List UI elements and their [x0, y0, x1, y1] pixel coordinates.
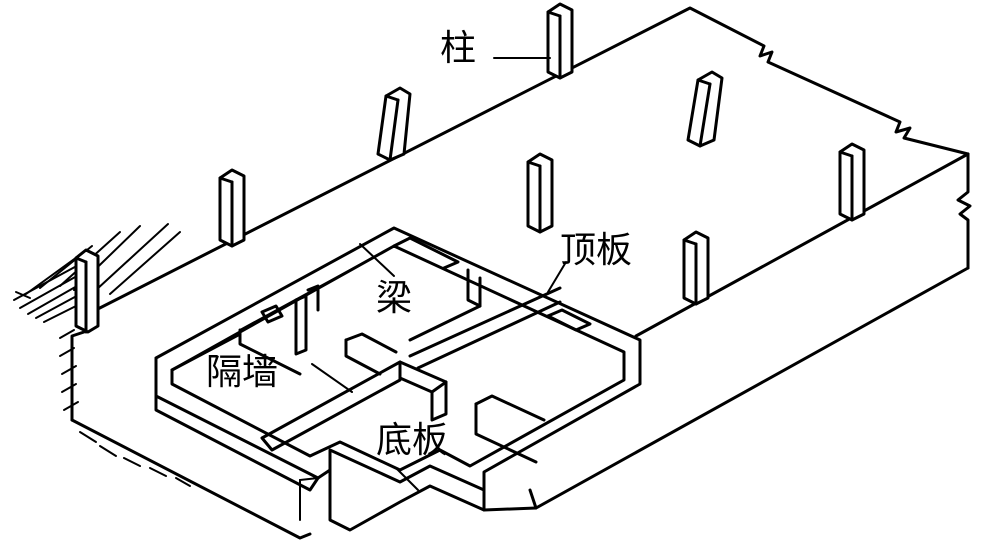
column	[686, 70, 724, 148]
column	[546, 2, 574, 80]
column	[376, 86, 412, 162]
leader-lines	[311, 57, 567, 491]
label-base-slab: 底板	[376, 420, 448, 461]
soil-hatching	[13, 223, 191, 487]
label-column: 柱	[440, 28, 476, 69]
column	[74, 248, 100, 334]
column	[218, 168, 246, 248]
roof-slab-outline	[70, 6, 972, 540]
column	[838, 142, 866, 222]
interior-posts	[294, 284, 320, 356]
column	[682, 230, 710, 306]
label-partition-wall: 隔墙	[206, 352, 278, 393]
label-roof-slab: 顶板	[560, 230, 632, 271]
beams	[260, 236, 592, 332]
label-beam: 梁	[376, 278, 412, 319]
columns	[74, 2, 866, 334]
column	[526, 152, 554, 234]
